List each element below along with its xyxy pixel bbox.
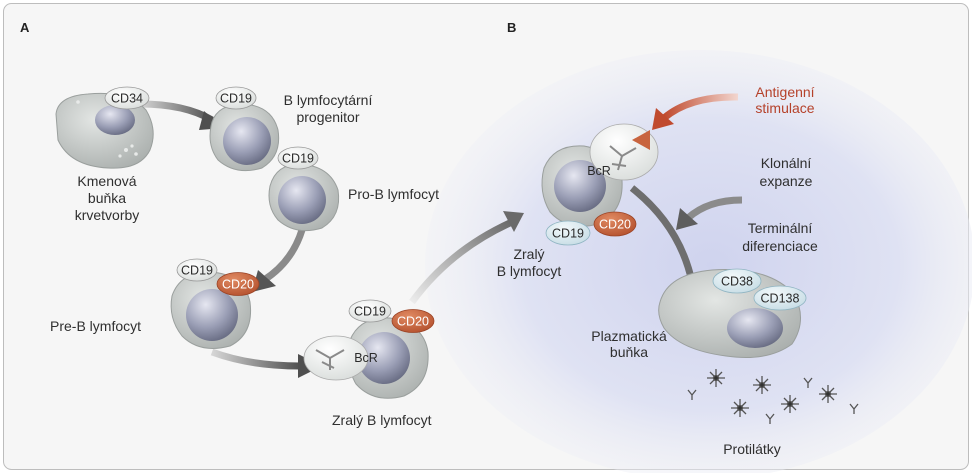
label-stem-cell: Kmenová buňka krvetvorby [75,173,140,223]
cd20-label-mature-a: CD20 [397,315,429,329]
antibodies-icon [687,369,859,424]
cd19-label-prob: CD19 [282,152,314,166]
label-terminal-line2: diferenciace [742,238,818,254]
label-terminal: Terminální diferenciace [742,220,818,254]
label-progenitor-line1: B lymfocytární [284,92,373,108]
label-progenitor: B lymfocytární progenitor [284,92,373,125]
panel-a-label: A [20,20,30,35]
label-clonal-line1: Klonální [761,155,812,171]
stem-cell: CD34 [55,86,154,169]
progenitor-cell: CD19 [209,86,280,172]
label-stem-line3: krvetvorby [75,207,140,223]
cd20-label-preb: CD20 [222,278,254,292]
cd20-marker-preb [216,272,260,296]
cd138-marker [753,285,807,311]
bcr-label-a: BcR [354,351,378,365]
label-mature-a: Zralý B lymfocyt [332,412,432,428]
label-antibodies: Protilátky [723,441,781,457]
mature-b-cell-b: BcR CD19 CD20 [541,123,659,246]
label-preb: Pre-B lymfocyt [50,318,141,334]
cd19-marker-mature-b [545,220,591,246]
cd19-label-progenitor: CD19 [220,92,252,106]
label-prob: Pro-B lymfocyt [348,186,439,202]
plasma-cell: CD38 CD138 [658,268,807,358]
label-terminal-line1: Terminální [748,220,813,236]
mature-b-cell-a: BcR CD19 CD20 [303,299,435,399]
label-antigen-line2: stimulace [755,100,814,116]
label-plasma-line1: Plazmatická [591,328,667,344]
cd38-label: CD38 [721,275,753,289]
cd19-label-mature-a: CD19 [354,305,386,319]
cd19-marker-preb [176,258,218,282]
arrow-clonal-expansion [676,196,743,230]
cd138-label: CD138 [761,292,800,306]
label-mature-b-line1: Zralý [513,246,544,262]
bcr-label-b: BcR [587,164,611,178]
cd19-label-preb: CD19 [181,264,213,278]
label-clonal-line2: expanze [760,173,813,189]
bcr-receptor-b [609,145,637,171]
bcr-cap-a [303,335,369,381]
cd20-label-mature-b: CD20 [599,218,631,232]
label-clonal: Klonální expanze [760,155,813,189]
label-progenitor-line2: progenitor [296,109,359,125]
cd19-marker-progenitor [215,86,257,110]
arrow-to-panel-b [409,211,524,305]
bcr-receptor-a [315,349,345,370]
cd20-marker-mature-a [391,309,435,333]
label-plasma-line2: buňka [610,344,648,360]
cd20-marker-mature-b [593,211,637,237]
panel-b-label: B [507,20,516,35]
cd34-label: CD34 [111,92,143,106]
label-antigen-line1: Antigenní [755,84,814,100]
cd19-marker-prob [277,146,319,170]
label-stem-line1: Kmenová [77,173,136,189]
label-plasma: Plazmatická buňka [591,328,667,360]
antigen-shape [632,130,650,150]
panel-b-background [425,50,972,473]
cd19-label-mature-b: CD19 [552,227,584,241]
label-antigen: Antigenní stimulace [755,84,814,116]
cd19-marker-mature-a [348,299,392,323]
cd38-marker [712,268,762,294]
label-stem-line2: buňka [88,190,126,206]
preb-cell: CD19 CD20 [170,258,260,349]
prob-cell: CD19 [268,146,340,232]
label-mature-b-line2: B lymfocyt [497,263,562,279]
arrow-antigen-stimulation [652,93,739,130]
cd34-marker [104,86,150,110]
label-mature-b: Zralý B lymfocyt [497,246,562,279]
